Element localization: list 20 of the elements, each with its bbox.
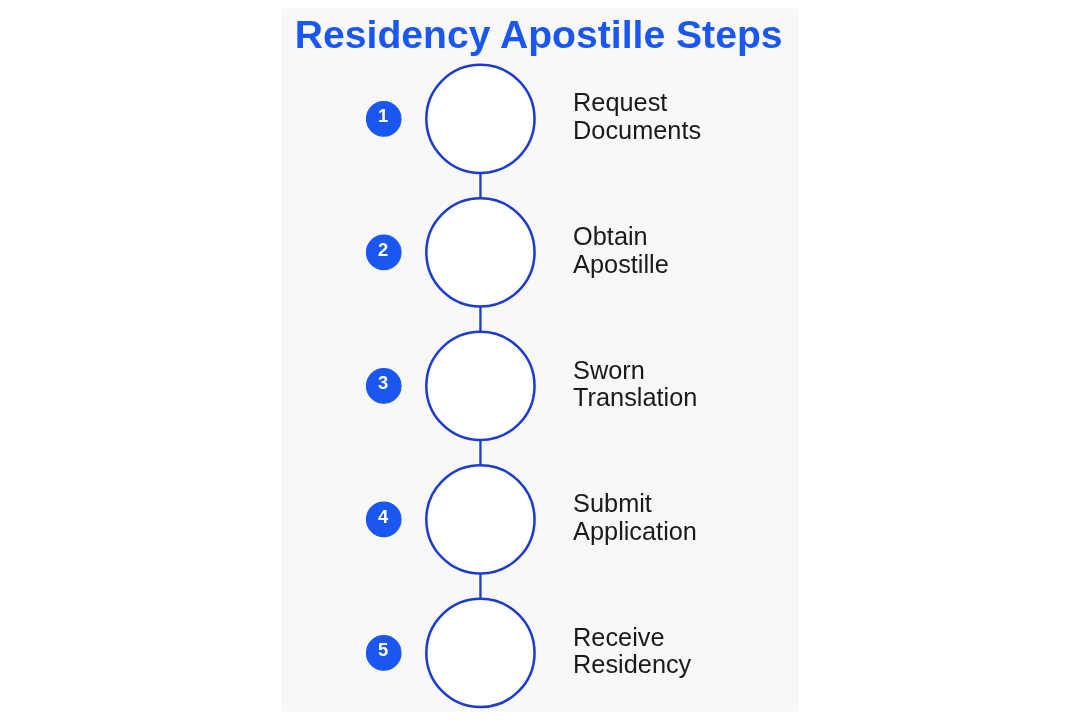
node-label: Request Documents xyxy=(573,88,702,145)
node-circle: 3 xyxy=(365,368,402,404)
node-circle: 2 xyxy=(365,234,402,271)
connector xyxy=(479,306,482,332)
connector xyxy=(479,173,482,199)
diagram-title: Residency Apostille Steps xyxy=(294,12,783,56)
node-label: Obtain Apostille xyxy=(573,222,669,278)
node-circle xyxy=(425,597,536,709)
node-circle xyxy=(425,464,536,575)
node-circle xyxy=(425,197,536,308)
node-label: Submit Application xyxy=(573,489,697,545)
node-circle: 4 xyxy=(365,501,402,538)
node-circle xyxy=(425,63,536,175)
node-label: Sworn Translation xyxy=(573,355,698,412)
node-circle xyxy=(425,330,536,442)
node-circle: 1 xyxy=(365,101,402,137)
node-label: Receive Residency xyxy=(573,622,692,679)
node-circle: 5 xyxy=(365,635,402,671)
connector xyxy=(479,440,482,466)
connector xyxy=(479,573,482,599)
